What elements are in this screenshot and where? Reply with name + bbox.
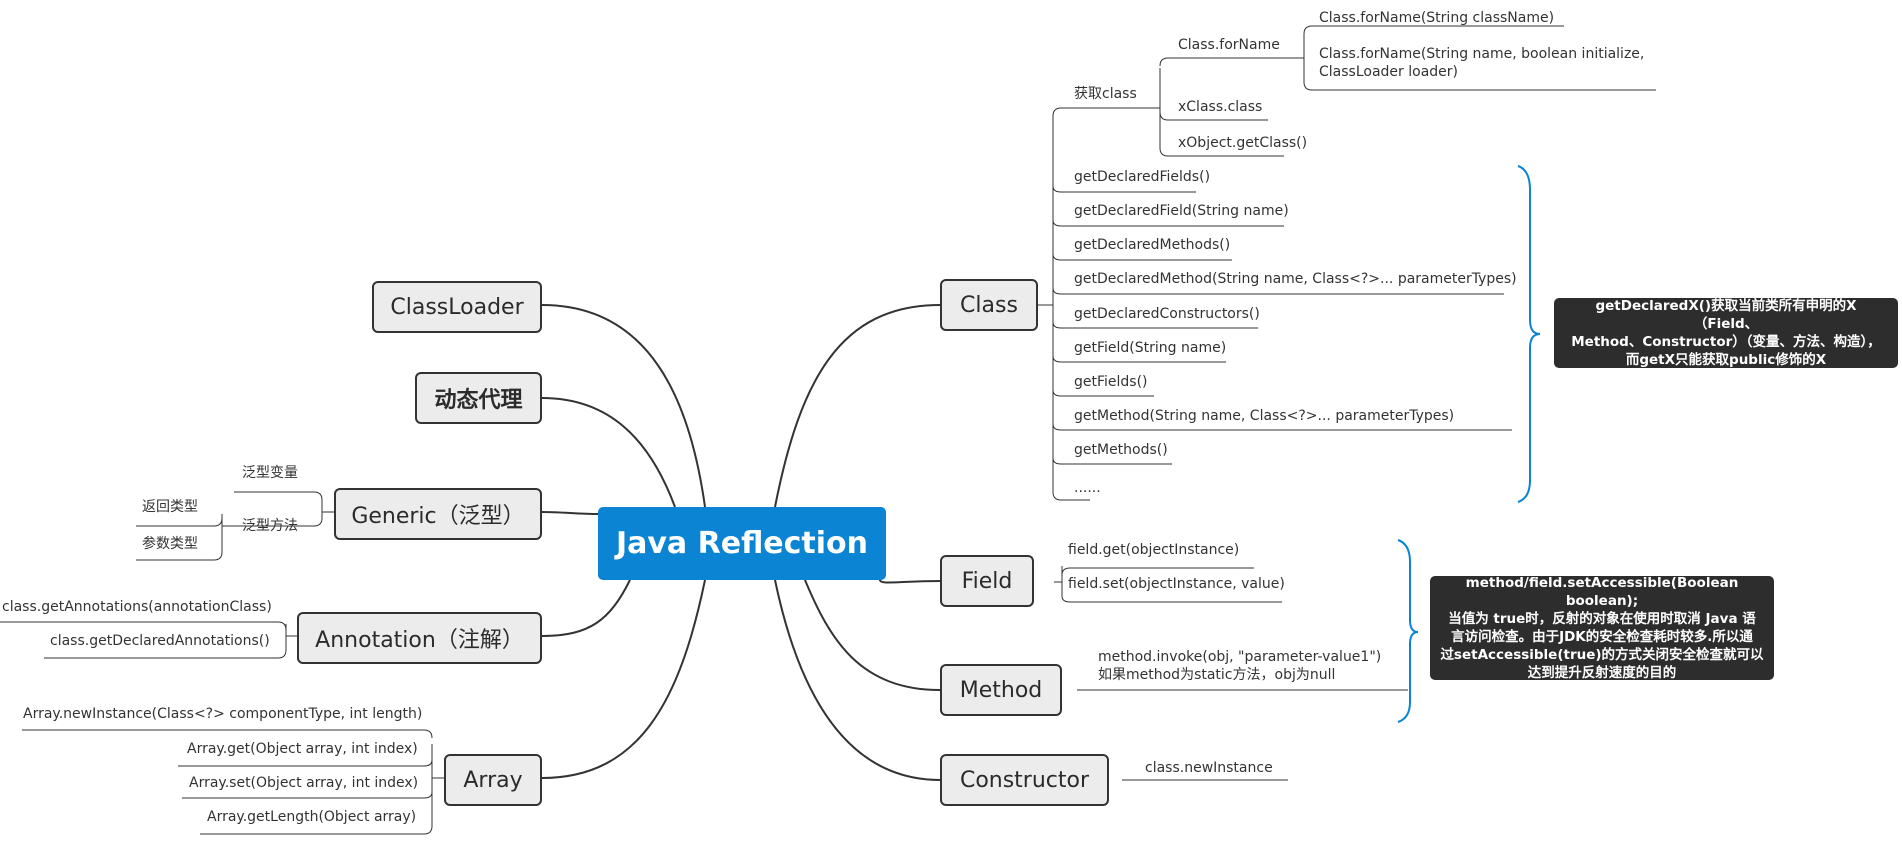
- leaf-field-set[interactable]: field.set(objectInstance, value): [1068, 576, 1285, 592]
- topic-classloader-label: ClassLoader: [390, 294, 524, 320]
- leaf-class-newinstance[interactable]: class.newInstance: [1145, 760, 1273, 776]
- topic-method[interactable]: Method: [940, 664, 1062, 716]
- leaf-ellipsis[interactable]: ......: [1074, 480, 1101, 496]
- topic-generic-label: Generic（泛型）: [351, 504, 525, 529]
- leaf-forname-classname[interactable]: Class.forName(String className): [1319, 10, 1555, 26]
- leaf-return-type[interactable]: 返回类型: [142, 499, 198, 515]
- leaf-get-fields[interactable]: getFields(): [1074, 374, 1148, 390]
- leaf-array-set[interactable]: Array.set(Object array, int index): [189, 775, 419, 791]
- leaf-get-declared-field[interactable]: getDeclaredField(String name): [1074, 203, 1289, 219]
- leaf-xclass-class[interactable]: xClass.class: [1178, 99, 1263, 115]
- topic-field-label: Field: [961, 568, 1013, 594]
- leaf-type-variable[interactable]: 泛型变量: [242, 465, 298, 481]
- topic-constructor[interactable]: Constructor: [940, 754, 1109, 806]
- topic-generic[interactable]: Generic（泛型）: [334, 488, 542, 540]
- leaf-array-newinstance[interactable]: Array.newInstance(Class<?> componentType…: [23, 706, 423, 722]
- leaf-forname-full[interactable]: Class.forName(String name, boolean initi…: [1319, 46, 1645, 80]
- leaf-get-declared-fields[interactable]: getDeclaredFields(): [1074, 169, 1211, 185]
- topic-method-label: Method: [959, 677, 1043, 703]
- root-topic[interactable]: Java Reflection: [598, 507, 886, 580]
- topic-class-label: Class: [960, 292, 1018, 318]
- topic-annotation[interactable]: Annotation（注解）: [297, 612, 542, 664]
- leaf-get-declared-method[interactable]: getDeclaredMethod(String name, Class<?>.…: [1074, 271, 1517, 287]
- leaf-get-declared-annotations[interactable]: class.getDeclaredAnnotations(): [50, 633, 270, 649]
- leaf-field-get[interactable]: field.get(objectInstance): [1068, 542, 1240, 558]
- leaf-class-forname[interactable]: Class.forName: [1178, 37, 1280, 53]
- topic-annotation-label: Annotation（注解）: [315, 628, 524, 653]
- topic-array[interactable]: Array: [444, 754, 542, 806]
- leaf-xobject-getclass[interactable]: xObject.getClass(): [1178, 135, 1308, 151]
- topic-field[interactable]: Field: [940, 555, 1034, 607]
- topic-dynamic-proxy-label: 动态代理: [434, 388, 523, 413]
- topic-class[interactable]: Class: [940, 279, 1038, 331]
- note-setaccessible: method/field.setAccessible(Boolean boole…: [1430, 575, 1774, 681]
- leaf-param-type[interactable]: 参数类型: [142, 536, 198, 552]
- topic-constructor-label: Constructor: [959, 767, 1090, 793]
- leaf-get-annotations[interactable]: class.getAnnotations(annotationClass): [2, 599, 272, 615]
- note-getdeclared: getDeclaredX()获取当前类所有申明的X（Field、 Method、…: [1554, 298, 1898, 368]
- leaf-get-method[interactable]: getMethod(String name, Class<?>... param…: [1074, 408, 1455, 424]
- leaf-array-get[interactable]: Array.get(Object array, int index): [187, 741, 418, 757]
- root-label: Java Reflection: [615, 526, 869, 561]
- leaf-array-getlength[interactable]: Array.getLength(Object array): [207, 809, 417, 825]
- leaf-get-methods[interactable]: getMethods(): [1074, 442, 1168, 458]
- leaf-generic-method[interactable]: 泛型方法: [242, 518, 298, 534]
- topic-array-label: Array: [463, 767, 523, 793]
- topic-classloader[interactable]: ClassLoader: [372, 281, 542, 333]
- leaf-get-field[interactable]: getField(String name): [1074, 340, 1227, 356]
- topic-dynamic-proxy[interactable]: 动态代理: [415, 372, 542, 424]
- leaf-get-declared-methods[interactable]: getDeclaredMethods(): [1074, 237, 1231, 253]
- leaf-method-invoke[interactable]: method.invoke(obj, "parameter-value1") 如…: [1098, 649, 1382, 683]
- leaf-get-class[interactable]: 获取class: [1074, 86, 1137, 102]
- leaf-get-declared-constructors[interactable]: getDeclaredConstructors(): [1074, 306, 1260, 322]
